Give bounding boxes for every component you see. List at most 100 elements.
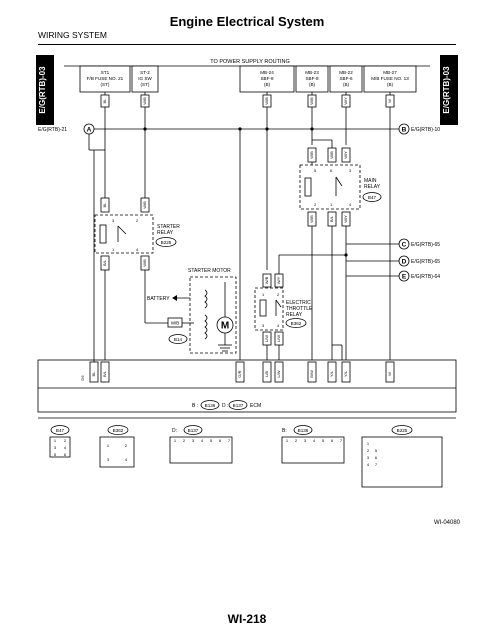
connector-d-label: E/G(RTB)-65: [411, 259, 440, 265]
starter-relay-pin-2: 1: [112, 247, 115, 252]
etc-relay-wire-0: W/B: [264, 276, 269, 284]
starter-relay-wire-1: W/B: [142, 201, 147, 209]
fuse-2-line2: SBF-8: [260, 76, 273, 81]
connector-a: E/G(RTB)-21 A: [38, 123, 95, 135]
ecm-ref-d: B137: [233, 403, 244, 408]
main-relay-wire-1: W/B: [329, 151, 334, 159]
legend-b47-pin-3: 3: [54, 445, 57, 450]
fuse-4-line3: (B): [343, 82, 350, 87]
legend-b136-pin-1: 1: [286, 438, 289, 443]
connector-c-label: E/G(RTB)-65: [411, 242, 440, 248]
top-wire-1: W/B: [142, 97, 147, 105]
fuse-1-line3: (ST): [141, 82, 150, 87]
legend-b137-pin-3: 3: [192, 438, 195, 443]
ecm-ref-b-prefix: B :: [192, 403, 198, 409]
starter-relay-ref: B225: [161, 240, 172, 245]
side-tab-left: E/G(RTB)-03: [36, 55, 54, 125]
legend-b136-pin-3: 3: [304, 438, 307, 443]
legend-b47: B47 1 2 3 4 5 6: [49, 425, 71, 458]
starter-relay-wire-0: BL: [102, 202, 107, 208]
legend-b137-pin-5: 5: [210, 438, 213, 443]
legend-b47-pin-2: 2: [64, 438, 67, 443]
legend-b47-pin-5: 5: [54, 452, 57, 457]
main-relay-ref: B47: [368, 195, 377, 200]
fuse-4: MB-22 SBF-6 (B): [339, 70, 353, 87]
top-wire-labels: BL W/B W/B W/B W/Y W: [100, 94, 395, 108]
legend-b47-ref: B47: [56, 428, 65, 433]
legend-b225-pin-2: 2: [367, 448, 370, 453]
legend-b137-pin-6: 6: [219, 438, 222, 443]
top-wire-3: W/B: [309, 97, 314, 105]
supply-heading: TO POWER SUPPLY ROUTING: [210, 59, 289, 65]
legend-b137-pin-4: 4: [201, 438, 204, 443]
legend-b225-pin-7: 7: [375, 462, 378, 467]
legend-b136-prefix: B:: [282, 428, 287, 434]
legend-b136-pin-2: 2: [295, 438, 298, 443]
ecm-pin-3-wire: L/B: [264, 371, 269, 377]
connector-d: D E/G(RTB)-65: [346, 255, 440, 267]
main-relay-line2: RELAY: [364, 184, 381, 190]
connector-e-label: E/G(RTB)-64: [411, 274, 440, 280]
legend-b362-ref: B362: [113, 428, 124, 433]
main-relay-pin-2: 3: [349, 168, 352, 173]
fuse-2-line3: (B): [264, 82, 271, 87]
side-tab-right: E/G(RTB)-03: [440, 55, 458, 125]
etc-relay-line1: ELECTRIC: [286, 300, 311, 306]
legend-b137-pin-7: 7: [228, 438, 231, 443]
main-relay: W/B W/B W/Y W/B B/L W/Y 5 6 3 2 1 4 MAIN…: [279, 139, 382, 360]
supply-wires: [88, 92, 391, 360]
fuse-5-line1: MB-27: [383, 70, 397, 75]
main-relay-pin-1: 6: [330, 168, 333, 173]
legend-b362: B362 1 2 3 4: [99, 425, 135, 468]
connector-c: C E/G(RTB)-65: [346, 238, 440, 250]
legend-b225-pin-4: 4: [367, 462, 370, 467]
connector-e-letter: E: [402, 274, 407, 281]
legend-b225-ref: B225: [397, 428, 408, 433]
ecm-ref-d-prefix: D :: [222, 403, 228, 409]
ecm-pin-8-wire: W: [387, 372, 392, 376]
starter-relay: BL W/B B/L W/B 3 2 1 4 STARTER RELAY B22…: [94, 197, 180, 360]
fuse-0-line2: F/B FUSE NO. 21: [87, 76, 124, 81]
side-tab-left-label: E/G(RTB)-03: [38, 66, 47, 114]
main-relay-wire-3: W/B: [309, 215, 314, 223]
starter-motor-label: STARTER MOTOR: [188, 268, 231, 274]
top-wire-4: W/Y: [343, 97, 348, 105]
legend-b47-pin-4: 4: [64, 445, 67, 450]
legend-b225-pin-5: 5: [375, 448, 378, 453]
etc-relay-wire-3: L/W: [276, 335, 281, 342]
legend-b136: B: B136 1 2 3 4 5 6 7: [281, 425, 345, 464]
etc-relay-pin-2: 3: [262, 323, 265, 328]
connector-b-label: E/G(RTB)-10: [411, 127, 440, 133]
starter-relay-wire-2: B/L: [102, 259, 107, 266]
main-relay-pin-0: 5: [314, 168, 317, 173]
starter-motor-symbol: M: [221, 321, 229, 332]
fuse-3-line1: MB-23: [305, 70, 319, 75]
etc-relay-pin-1: 2: [277, 292, 280, 297]
main-relay-line1: MAIN: [364, 178, 377, 184]
starter-relay-wire-3: W/B: [142, 259, 147, 267]
side-tab-right-label: E/G(RTB)-03: [442, 66, 451, 114]
ecm-label: ECM: [250, 403, 261, 409]
connector-a-letter: A: [87, 127, 92, 134]
etc-relay-ref: B362: [291, 321, 302, 326]
legend-b137-pin-1: 1: [174, 438, 177, 443]
ecm-pin-5-wire: B/W: [309, 370, 314, 378]
main-relay-wire-0: W/B: [309, 151, 314, 159]
fuse-5-line3: (B): [387, 82, 394, 87]
starter-relay-pin-3: 4: [136, 247, 139, 252]
legend-b225-pin-6: 6: [375, 455, 378, 460]
figure-code: WI-04080: [433, 520, 460, 526]
fuse-5-line2: M/B FUSE NO. 13: [371, 76, 409, 81]
fuse-3-line2: SBF-8: [305, 76, 318, 81]
legend-b136-ref: B136: [298, 428, 309, 433]
etc-relay-wire-1: W/Y: [276, 276, 281, 284]
connector-b-letter: B: [402, 127, 407, 134]
etc-relay-pin-3: 4: [277, 323, 280, 328]
main-relay-wire-5: W/Y: [343, 215, 348, 223]
legend-b225: B225 1 2 3 4 5 6 7: [361, 425, 443, 488]
connector-c-letter: C: [402, 242, 407, 249]
ecm-pin-0-wire: BL: [91, 371, 96, 377]
top-wire-5: W: [387, 99, 392, 103]
top-wire-0: BL: [102, 98, 107, 104]
